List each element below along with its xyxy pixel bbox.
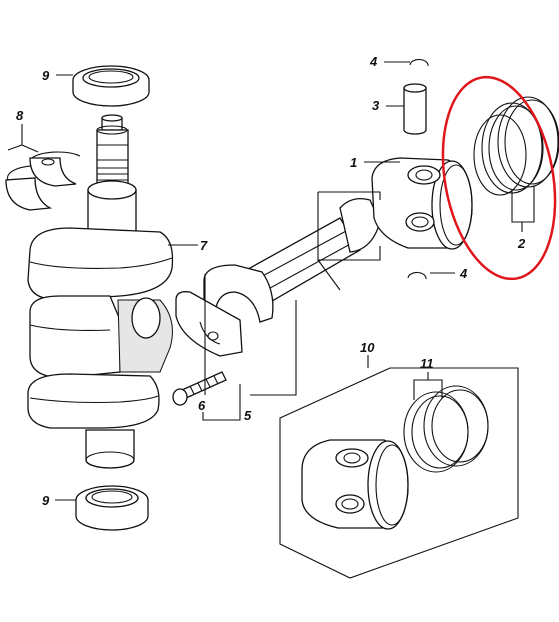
piston-pin[interactable] [403,83,427,135]
label-part-10: 10 [360,340,375,355]
label-part-6: 6 [198,398,206,413]
label-part-9-top: 9 [42,68,50,83]
label-part-4-top: 4 [369,54,378,69]
connecting-rod[interactable] [175,197,381,357]
label-part-2: 2 [517,236,526,251]
label-part-3: 3 [372,98,380,113]
piston-rings-lower[interactable] [403,385,489,473]
piston-lower[interactable] [301,439,409,530]
label-part-7: 7 [200,238,208,253]
label-part-9-bottom: 9 [42,493,50,508]
highlight-circle [441,75,557,281]
circlip-top[interactable] [409,58,429,67]
label-part-11: 11 [420,356,434,371]
oil-seal-top[interactable] [72,65,150,107]
piston-rings-top[interactable] [473,96,559,196]
crankshaft[interactable] [27,114,174,469]
label-part-1: 1 [350,155,357,170]
circlip-bottom[interactable] [407,271,427,280]
main-bearing[interactable] [5,151,81,211]
piston-kit-box [279,367,519,579]
oil-seal-bottom[interactable] [75,485,149,531]
label-part-5: 5 [244,408,252,423]
conrod-bolt[interactable] [172,371,227,406]
label-part-8: 8 [16,108,24,123]
piston-top[interactable] [371,157,473,250]
label-part-4-bottom: 4 [459,266,468,281]
